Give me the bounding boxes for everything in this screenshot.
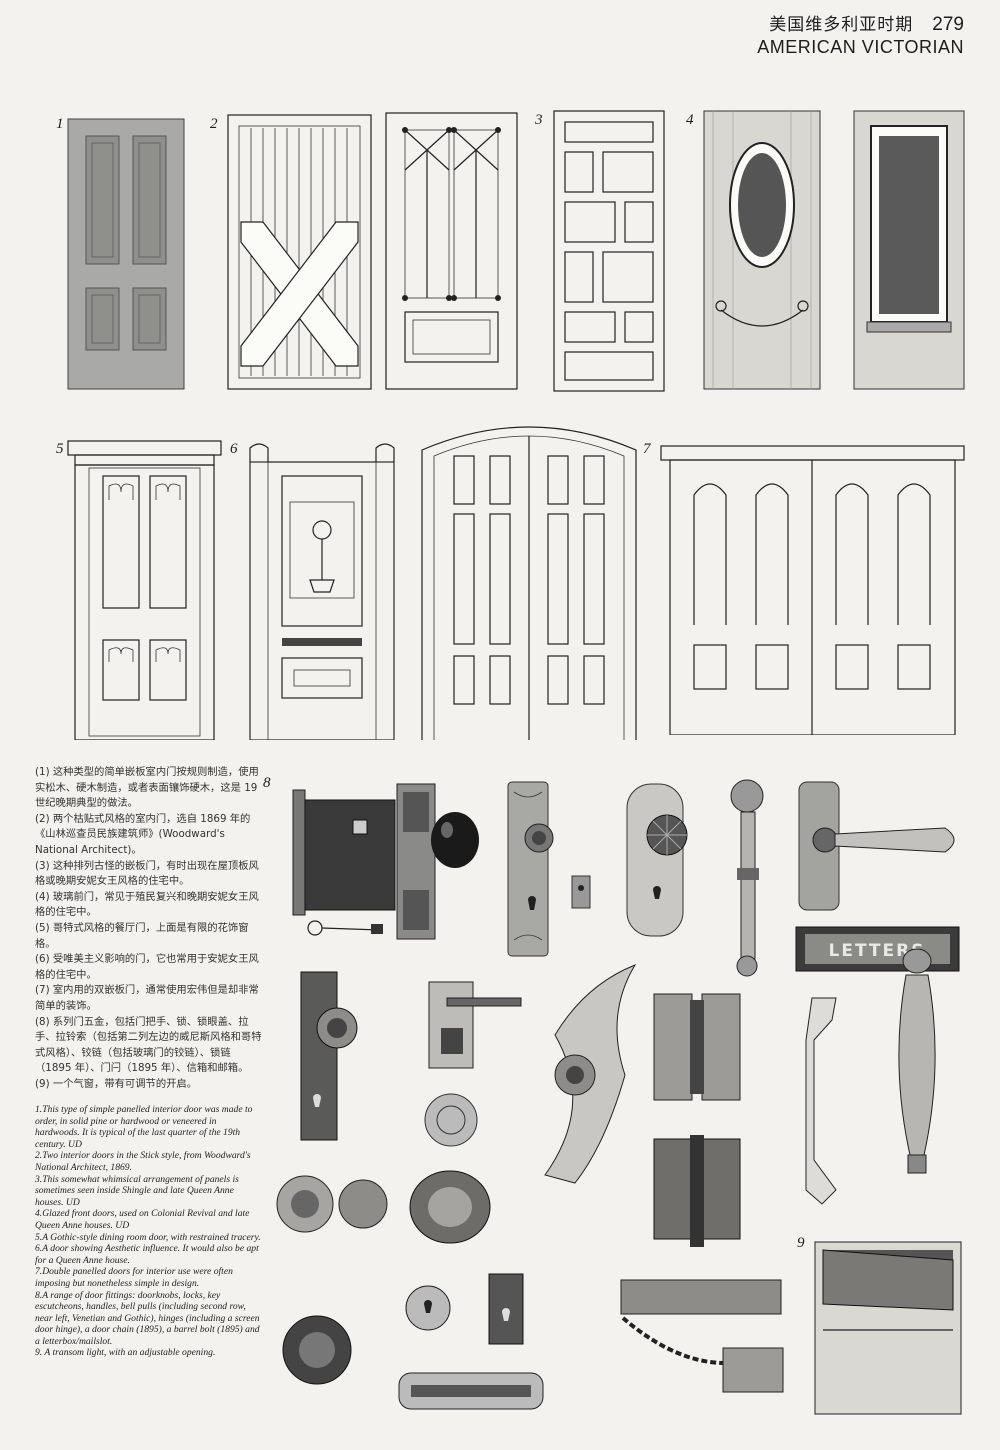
figure-number-3: 3 (535, 112, 543, 128)
door-4b-illustration (853, 110, 965, 390)
door-2a-illustration (227, 114, 372, 390)
ornate-knob-illustration (405, 1165, 500, 1250)
page-header: 美国维多利亚时期 279 AMERICAN VICTORIAN (757, 10, 964, 58)
large-knob-illustration (279, 1310, 359, 1390)
scroll-bell-pull-illustration (535, 955, 650, 1185)
figure-number-1: 1 (56, 116, 64, 132)
letterbox-illustration: LETTERS (795, 926, 960, 972)
door-5-illustration (67, 440, 222, 740)
figure-number-2: 2 (210, 116, 218, 132)
venetian-plate-illustration (287, 968, 367, 1143)
door-2b-illustration (385, 112, 518, 390)
caption-zh-7: (7) 室内用的双嵌板门，通常使用宏伟但是却非常简单的装饰。 (35, 984, 259, 1012)
page-number: 279 (932, 14, 964, 35)
caption-zh-4: (4) 玻璃前门，常见于殖民复兴和晚期安妮女王风格的住宅中。 (35, 890, 259, 919)
caption-en-1: 1.This type of simple panelled interior … (35, 1104, 253, 1150)
chapter-title-en: AMERICAN VICTORIAN (757, 37, 964, 57)
baluster-pull-illustration (882, 945, 952, 1180)
door-4-illustration (703, 110, 821, 390)
captions-zh: (1) 这种类型的简单嵌板室内门按规则制造，使用实松木、硬木制造，或者表面镶饰硬… (35, 765, 263, 1092)
caption-zh-2: (2) 两个枯贴式风格的室内门，选自 1869 年的《山林巡查员民族建筑师》(W… (35, 812, 251, 856)
caption-zh-5: (5) 哥特式风格的餐厅门，上面是有限的花饰窗格。 (35, 921, 249, 950)
double-arched-door-illustration (420, 410, 638, 740)
rectangular-escutcheon-illustration (487, 1272, 527, 1346)
mortise-lock-illustration (285, 780, 485, 945)
lever-handle-illustration (795, 780, 975, 915)
gothic-bell-pull-illustration (425, 978, 530, 1078)
figure-number-5: 5 (56, 441, 64, 457)
door-6-illustration (246, 440, 398, 740)
caption-zh-1: (1) 这种类型的简单嵌板室内门按规则制造，使用实松木、硬木制造，或者表面镶饰硬… (35, 766, 259, 810)
escutcheon-plate-knob-illustration (504, 780, 604, 960)
caption-en-6: 6.A door showing Aesthetic influence. It… (35, 1243, 259, 1266)
door-chain-illustration (583, 1278, 798, 1408)
figure-number-8: 8 (263, 775, 271, 791)
captions-en: 1.This type of simple panelled interior … (35, 1104, 263, 1359)
caption-en-5: 5.A Gothic-style dining room door, with … (35, 1231, 261, 1243)
screen-door-hinge-illustration (650, 1135, 745, 1250)
caption-en-7: 7.Double panelled doors for interior use… (35, 1266, 233, 1289)
plain-plate-knob-illustration (625, 780, 695, 940)
door-7-illustration (660, 445, 965, 735)
caption-zh-6: (6) 受唯美主义影响的门，它也常用于安妮女王风格的住宅中。 (35, 953, 259, 981)
door-1-illustration (67, 118, 185, 390)
caption-zh-9: (9) 一个气窗，带有可调节的开启。 (35, 1077, 198, 1090)
hinge-illustration (650, 990, 745, 1105)
letterbox-label: LETTERS (829, 941, 926, 961)
round-escutcheon-illustration (421, 1090, 481, 1150)
chapter-title-zh: 美国维多利亚时期 (769, 15, 914, 35)
caption-en-3: 3.This somewhat whimsical arrangement of… (35, 1173, 239, 1208)
caption-en-8: 8.A range of door fittings: doorknobs, l… (35, 1289, 260, 1347)
caption-en-9: 9. A transom light, with an adjustable o… (35, 1347, 216, 1359)
caption-zh-8: (8) 系列门五金，包括门把手、锁、锁眼盖、拉手、拉铃索（包括第二列左边的威尼斯… (35, 1015, 262, 1075)
figure-number-9: 9 (797, 1235, 805, 1251)
barrel-bolt-illustration (397, 1365, 545, 1417)
door-3-illustration (553, 110, 665, 392)
bracket-handle-illustration (792, 990, 852, 1210)
caption-en-2: 2.Two interior doors in the Stick style,… (35, 1150, 251, 1173)
caption-zh-3: (3) 这种排列古怪的嵌板门，有时出现在屋顶板风格或晚期安妮女王风格的住宅中。 (35, 859, 259, 888)
keyhole-escutcheon-illustration (400, 1278, 460, 1348)
knob-pair-illustration (275, 1160, 395, 1250)
figure-number-7: 7 (643, 441, 651, 457)
caption-en-4: 4.Glazed front doors, used on Colonial R… (35, 1208, 250, 1231)
transom-light-illustration (813, 1240, 963, 1415)
figure-number-4: 4 (686, 112, 694, 128)
pull-handle-illustration (715, 778, 780, 978)
figure-number-6: 6 (230, 441, 238, 457)
